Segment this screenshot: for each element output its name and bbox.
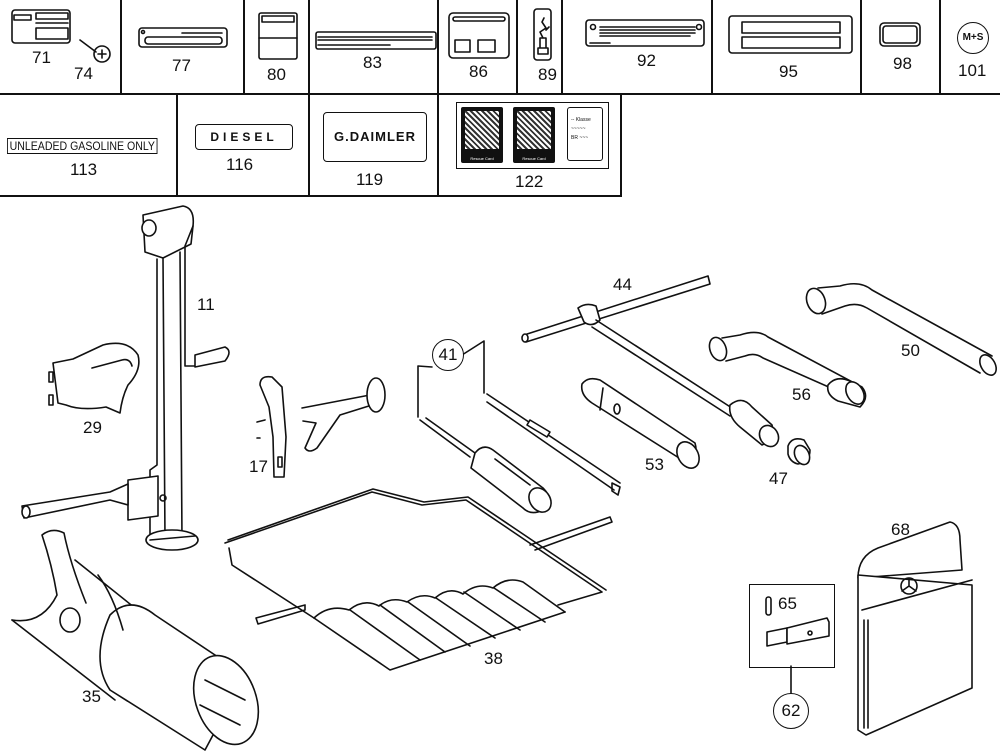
decal-89-icon: [533, 8, 552, 61]
part-number-80[interactable]: 80: [267, 65, 286, 84]
cell-71-74[interactable]: [0, 0, 122, 93]
info-line: BR ~~~: [571, 135, 589, 141]
clip-17-icon: [256, 375, 386, 478]
part-number-74[interactable]: 74: [74, 64, 93, 83]
label-86-icon: [448, 12, 510, 59]
cell-89[interactable]: [518, 0, 563, 93]
label-80-icon: [258, 12, 298, 60]
rescue-info-card: -- Klasse ~~~~~ BR ~~~: [567, 107, 603, 161]
part-number-83[interactable]: 83: [363, 53, 382, 72]
daimler-label: G.DAIMLER: [323, 112, 427, 162]
callout-50[interactable]: 50: [901, 341, 920, 360]
rescue-card-label: Rescue Card Rescue Card -- Klasse ~~~~~ …: [456, 102, 609, 169]
tool-mat-38-icon: [224, 488, 613, 671]
part-number-71[interactable]: 71: [32, 48, 51, 67]
part-number-86[interactable]: 86: [469, 62, 488, 81]
callout-62[interactable]: 62: [773, 693, 809, 729]
bracket-29-icon: [48, 342, 140, 414]
callout-17[interactable]: 17: [249, 457, 268, 476]
fuse-kit-box: [749, 584, 835, 668]
tube-wrench-53-icon: [580, 377, 700, 469]
legend-bottom-row: [0, 93, 622, 197]
callout-65[interactable]: 65: [778, 594, 797, 613]
part-number-98[interactable]: 98: [893, 54, 912, 73]
callout-11[interactable]: 11: [197, 295, 215, 314]
plate-95-icon: [728, 15, 853, 54]
info-line: ~~~~~: [571, 126, 586, 132]
callout-41[interactable]: 41: [432, 339, 464, 371]
qr-code-icon: [465, 111, 499, 149]
callout-47[interactable]: 47: [769, 469, 788, 488]
legend-top-row: [0, 0, 1000, 95]
unleaded-gasoline-label: UNLEADED GASOLINE ONLY: [7, 138, 158, 154]
callout-44[interactable]: 44: [613, 275, 632, 294]
part-number-119[interactable]: 119: [356, 170, 384, 189]
fuse-62-icon: [766, 617, 830, 694]
cell-77[interactable]: [122, 0, 245, 93]
callout-38[interactable]: 38: [484, 649, 503, 668]
qr-caption: Rescue Card: [522, 156, 546, 161]
cell-95[interactable]: [713, 0, 862, 93]
tool-roll-35-icon: [11, 529, 260, 751]
jack-11-icon: [21, 205, 230, 551]
cell-119[interactable]: [310, 93, 439, 195]
part-number-113[interactable]: 113: [70, 160, 98, 179]
plate-98-icon: [879, 22, 921, 47]
callout-68[interactable]: 68: [891, 520, 910, 539]
cell-98[interactable]: [862, 0, 941, 93]
screwdriver-41-icon: [417, 340, 621, 514]
part-number-77[interactable]: 77: [172, 56, 191, 75]
part-number-116[interactable]: 116: [226, 155, 254, 174]
plate-77-icon: [138, 27, 228, 48]
part-number-92[interactable]: 92: [637, 51, 656, 70]
cell-80[interactable]: [245, 0, 310, 93]
info-line: -- Klasse: [571, 117, 591, 123]
diesel-label: DIESEL: [195, 124, 293, 150]
l-wrench-56-icon: [708, 331, 867, 408]
bulb-65-icon: [765, 596, 772, 616]
pouch-68-icon: [857, 521, 973, 736]
cell-83[interactable]: [310, 0, 439, 93]
part-number-101[interactable]: 101: [958, 61, 987, 80]
cell-92[interactable]: [563, 0, 713, 93]
cell-113[interactable]: [0, 93, 178, 195]
cell-86[interactable]: [439, 0, 518, 93]
cell-116[interactable]: [178, 93, 310, 195]
l-wrench-50-icon: [805, 282, 997, 376]
screw-74-icon: [79, 39, 111, 63]
t-wrench-44-icon: [521, 275, 780, 448]
plate-92-icon: [585, 19, 705, 47]
plate-71-icon: [11, 9, 71, 44]
callout-53[interactable]: 53: [645, 455, 664, 474]
qr-card-2: Rescue Card: [513, 107, 555, 163]
part-number-122[interactable]: 122: [515, 172, 544, 191]
ms-badge: M+S: [957, 22, 989, 54]
qr-card-1: Rescue Card: [461, 107, 503, 163]
callout-35[interactable]: 35: [82, 687, 101, 706]
socket-47-icon: [787, 438, 811, 466]
part-number-89[interactable]: 89: [538, 65, 557, 84]
qr-code-icon: [517, 111, 551, 149]
callout-56[interactable]: 56: [792, 385, 811, 404]
callout-29[interactable]: 29: [83, 418, 102, 437]
strip-83-icon: [315, 31, 437, 50]
qr-caption: Rescue Card: [470, 156, 494, 161]
part-number-95[interactable]: 95: [779, 62, 798, 81]
